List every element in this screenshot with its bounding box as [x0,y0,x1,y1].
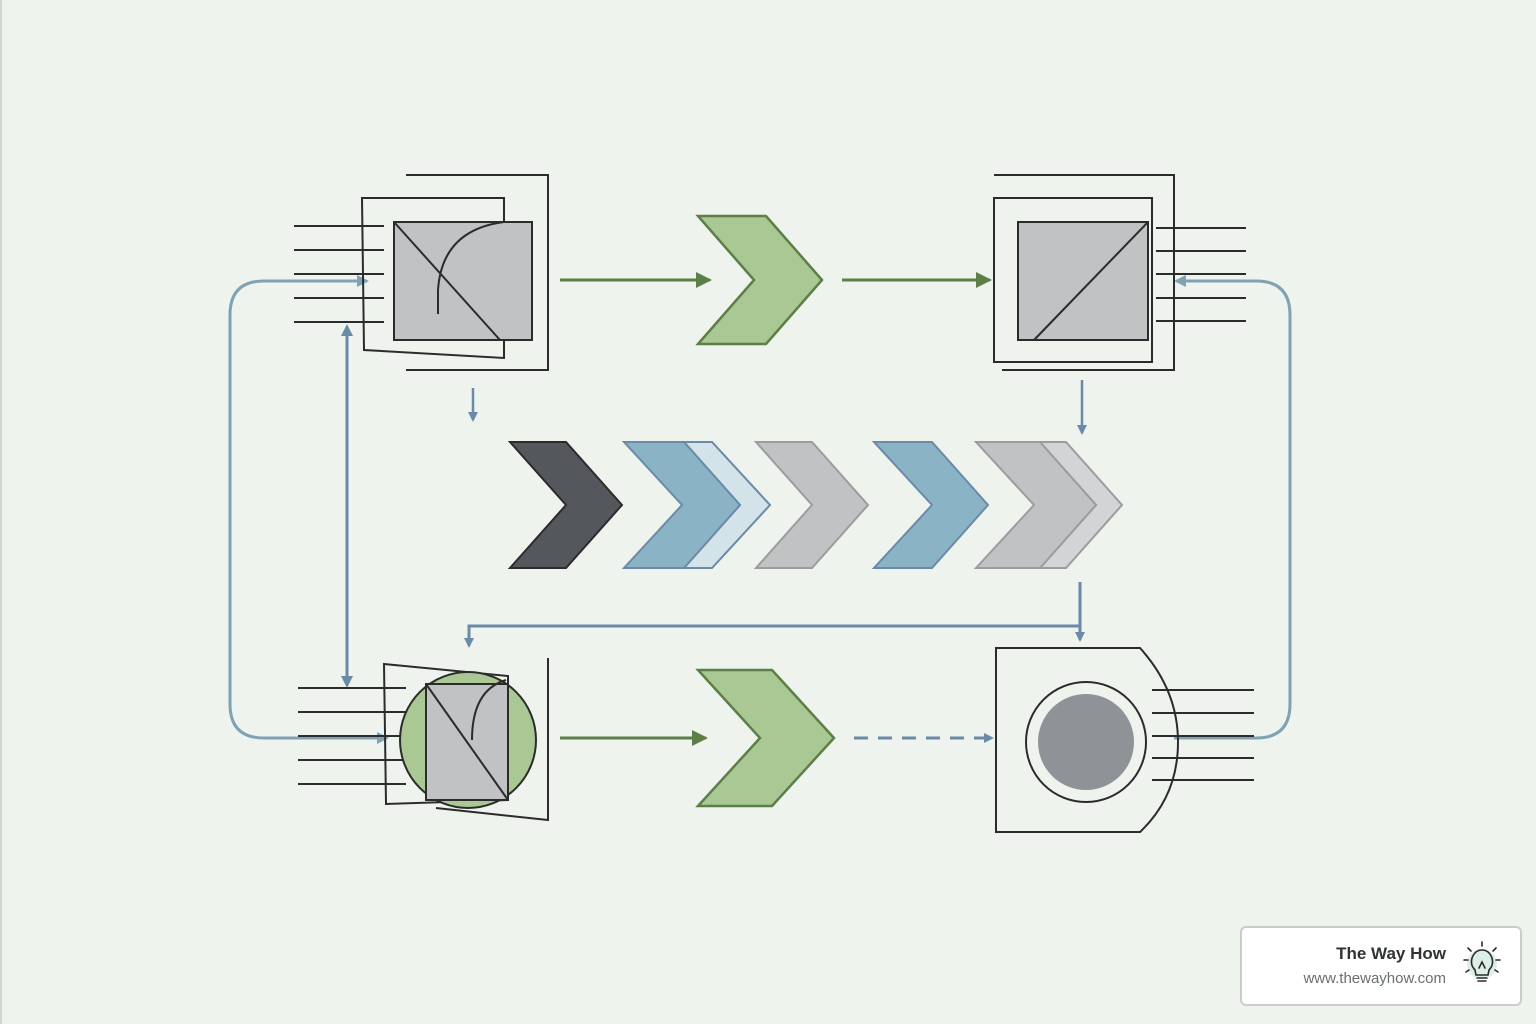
module-top-left [294,174,549,371]
chevron-dark [507,441,624,569]
return-connector [464,582,1085,648]
chevron-blue-2 [871,441,990,569]
brand-url[interactable]: www.thewayhow.com [1303,970,1446,987]
chevron-gray-1 [753,441,870,569]
chevron-blue-1 [621,441,742,569]
loop-connector-right [1174,275,1292,740]
chevron-gray-2 [973,441,1098,569]
module-bottom-right [995,647,1254,833]
green-chevron-top [695,214,824,346]
brand-name: The Way How [1336,944,1446,963]
lightbulb-icon [1463,941,1501,982]
module-top-right [993,174,1246,371]
green-chevron-bottom [695,668,836,808]
chevron-row [507,441,1124,569]
brand-card[interactable]: The Way How www.thewayhow.com [1240,926,1522,1006]
module-bottom-left [298,658,549,822]
loop-connector-left [228,275,389,744]
